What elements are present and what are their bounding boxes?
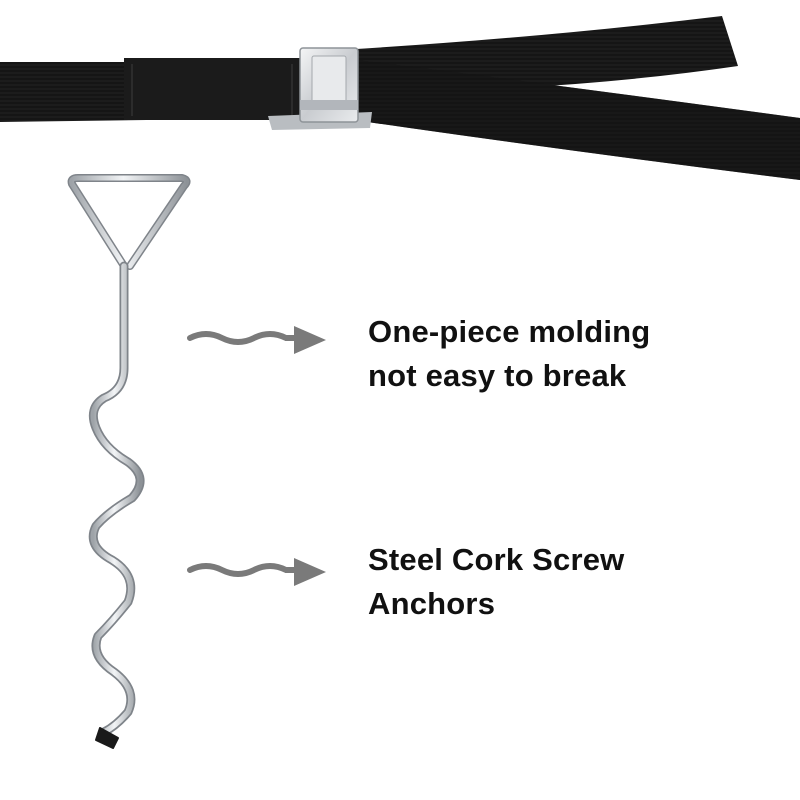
anchor-tip-cap — [95, 727, 119, 749]
cam-buckle — [268, 47, 372, 130]
callout-steel-cork-screw: Steel Cork Screw Anchors — [368, 538, 624, 626]
callout-one-piece-molding: One-piece molding not easy to break — [368, 310, 650, 398]
tie-down-strap — [0, 16, 800, 180]
callout-line: Anchors — [368, 586, 496, 621]
callout-line: Steel Cork Screw — [368, 542, 625, 577]
wavy-arrow-icon — [187, 558, 326, 586]
corkscrew-anchor — [67, 174, 191, 749]
wavy-arrow-icon — [187, 326, 326, 354]
callout-line: One-piece molding — [368, 314, 651, 349]
strap-stitched-section — [124, 58, 300, 120]
callout-line: not easy to break — [368, 358, 627, 393]
